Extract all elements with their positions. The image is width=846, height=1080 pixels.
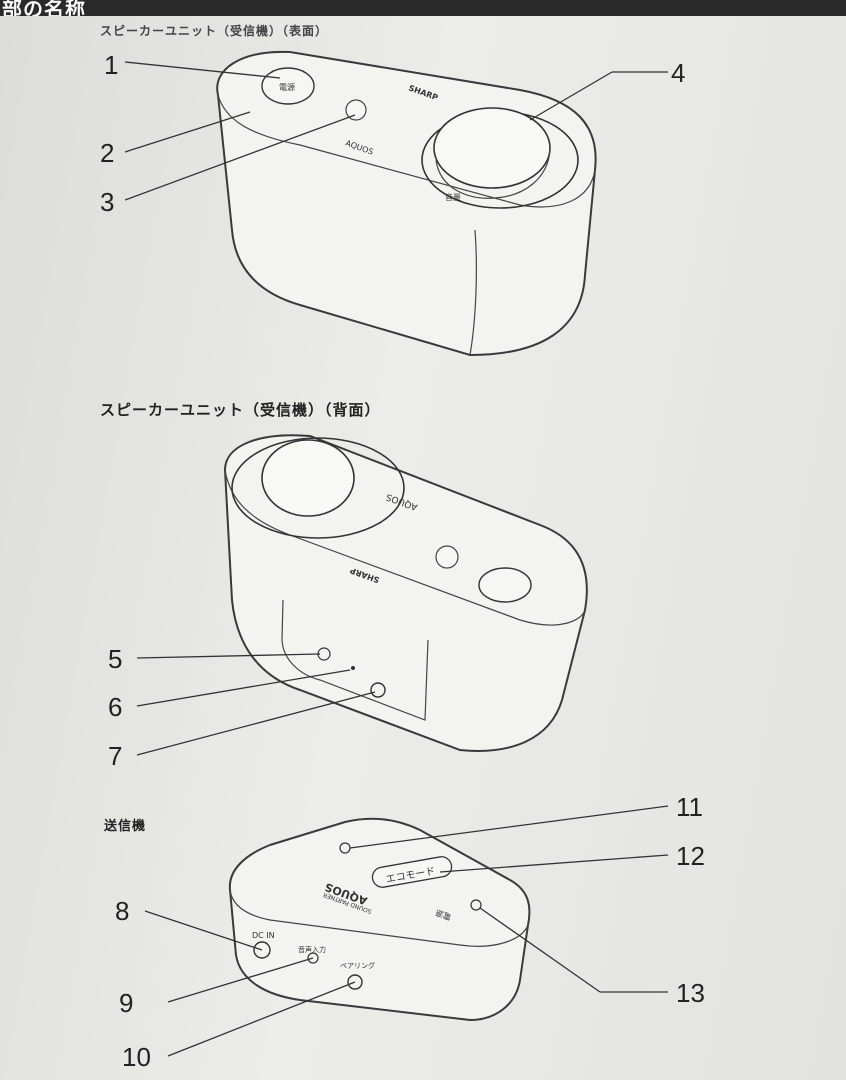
section-title: 部の名称 xyxy=(2,0,86,16)
audio-in-label: 音声入力 xyxy=(298,945,326,954)
audio-in-port xyxy=(307,952,319,964)
callout-9: 9 xyxy=(119,988,134,1018)
dc-in-port xyxy=(253,941,271,959)
port-7-back xyxy=(370,682,386,698)
callout-6: 6 xyxy=(108,692,123,722)
volume-label-front: 音量 xyxy=(445,192,461,202)
caption-speaker-back: スピーカーユニット（受信機）（背面） xyxy=(100,401,381,419)
callout-3: 3 xyxy=(100,187,115,217)
callout-12: 12 xyxy=(676,841,705,871)
callout-4: 4 xyxy=(671,58,686,88)
callout-1: 1 xyxy=(104,50,119,80)
callout-8: 8 xyxy=(115,896,130,926)
callout-2: 2 xyxy=(100,138,115,168)
power-label-front: 電源 xyxy=(279,83,295,92)
caption-transmitter: 送信機 xyxy=(104,819,147,834)
volume-knob-back xyxy=(261,439,355,517)
volume-knob-front xyxy=(433,107,551,189)
power-button-back xyxy=(478,567,532,603)
speaker-back-illustration: AQUOS SHARP xyxy=(136,434,588,756)
mode-button-back xyxy=(435,545,459,569)
indicator-6-back xyxy=(351,666,355,670)
callout-13: 13 xyxy=(676,978,705,1008)
dc-in-label: DC IN xyxy=(252,931,275,940)
callout-11: 11 xyxy=(676,792,703,822)
power-lamp-13 xyxy=(470,899,482,911)
callout-7: 7 xyxy=(108,741,123,771)
eco-mode-button xyxy=(371,856,453,888)
speaker-front-illustration: 電源 SHARP AQUOS 音量 xyxy=(124,50,668,357)
callout-10: 10 xyxy=(122,1042,151,1072)
transmitter-illustration: エコモード 電源 AQUOS SOUND PARTNER DC IN 音声入力 … xyxy=(144,805,669,1057)
callout-5: 5 xyxy=(108,644,123,674)
pairing-label: ペアリング xyxy=(340,961,375,970)
section-title-band: 部の名称 xyxy=(0,0,846,16)
mode-button-front xyxy=(345,99,367,121)
caption-speaker-front: スピーカーユニット（受信機）（表面） xyxy=(100,24,329,38)
pairing-button xyxy=(347,974,363,990)
